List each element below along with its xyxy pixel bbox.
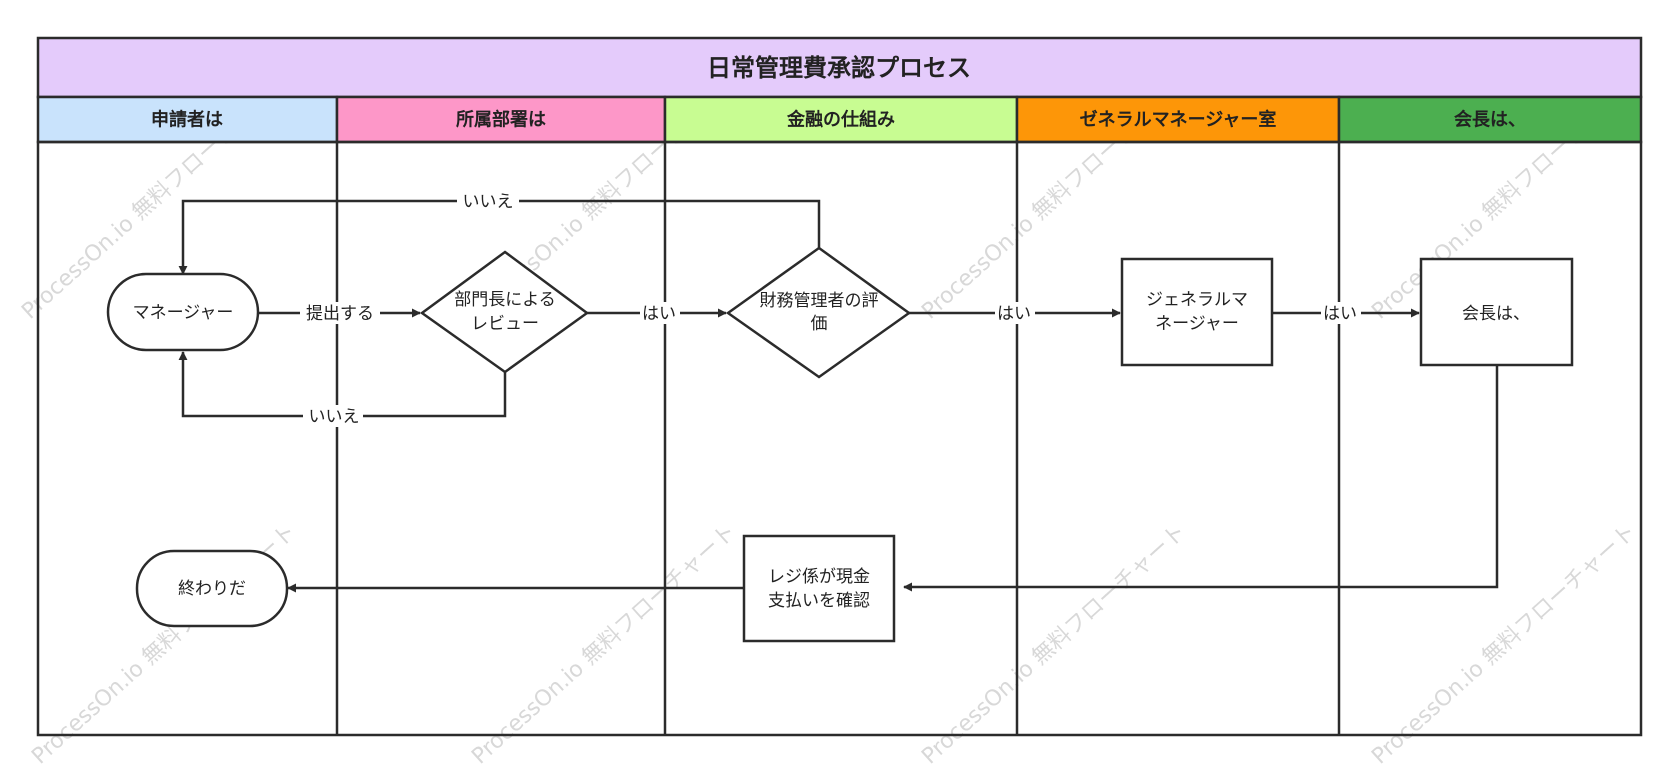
watermark: ProcessOn.io 無料フローチャート: [467, 519, 741, 769]
lane-label-gm-office: ゼネラルマネージャー室: [1080, 109, 1277, 131]
node-dept-review-label-2: レビュー: [471, 314, 539, 334]
node-finance-eval: 財務管理者の評 価: [725, 246, 912, 379]
node-dept-review: 部門長による レビュー: [419, 250, 590, 374]
node-cashier: レジ係が現金 支払いを確認: [742, 534, 896, 643]
node-end: 終わりだ: [135, 549, 289, 628]
edge-label-finance-no-text: いいえ: [463, 192, 514, 212]
edge-label-dept-yes-text: はい: [642, 304, 676, 324]
lane-label-applicant: 申請者は: [151, 109, 223, 131]
node-dept-review-label-1: 部門長による: [454, 290, 556, 310]
node-manager: マネージャー: [106, 272, 260, 352]
edge-chairman-to-cashier: [903, 365, 1499, 592]
node-general-manager-label-2: ネージャー: [1155, 314, 1239, 334]
node-cashier-label-2: 支払いを確認: [768, 591, 870, 611]
lane-header-finance: [663, 95, 1019, 144]
edge-label-gm-yes-text: はい: [1323, 304, 1357, 324]
node-general-manager-label-1: ジェネラルマ: [1146, 290, 1248, 310]
edge-label-finance-yes: はい: [995, 302, 1035, 324]
watermark: ProcessOn.io 無料フローチャート: [1367, 519, 1641, 769]
node-cashier-label-1: レジ係が現金: [768, 567, 870, 587]
watermark-layer: ProcessOn.io 無料フローチャート ProcessOn.io 無料フロ…: [17, 74, 1641, 769]
lane-label-finance: 金融の仕組み: [786, 109, 895, 131]
node-general-manager: ジェネラルマ ネージャー: [1120, 257, 1274, 367]
edge-label-dept-no: いいえ: [303, 405, 363, 427]
node-chairman-label: 会長は、: [1462, 304, 1530, 324]
watermark: ProcessOn.io 無料フローチャート: [917, 519, 1191, 769]
node-manager-label: マネージャー: [133, 303, 234, 323]
edge-label-finance-no: いいえ: [457, 190, 519, 212]
edge-label-submit: 提出する: [300, 302, 380, 324]
edge-label-dept-no-text: いいえ: [309, 407, 360, 427]
lane-header-department: [335, 95, 667, 144]
edge-label-gm-yes: はい: [1321, 302, 1361, 324]
title-bar: [36, 36, 1643, 99]
node-finance-eval-label-2: 価: [811, 314, 828, 334]
node-chairman: 会長は、: [1419, 257, 1574, 367]
diagram-title: 日常管理費承認プロセス: [707, 54, 971, 82]
lane-body-frame: [36, 140, 1643, 737]
node-finance-eval-label-1: 財務管理者の評: [760, 291, 879, 311]
node-end-label: 終わりだ: [178, 579, 246, 599]
edge-label-finance-yes-text: はい: [997, 304, 1031, 324]
edge-label-submit-text: 提出する: [306, 304, 374, 324]
lane-label-chairman: 会長は、: [1454, 109, 1526, 131]
lane-label-department: 所属部署は: [456, 109, 546, 131]
edge-label-dept-yes: はい: [640, 302, 680, 324]
